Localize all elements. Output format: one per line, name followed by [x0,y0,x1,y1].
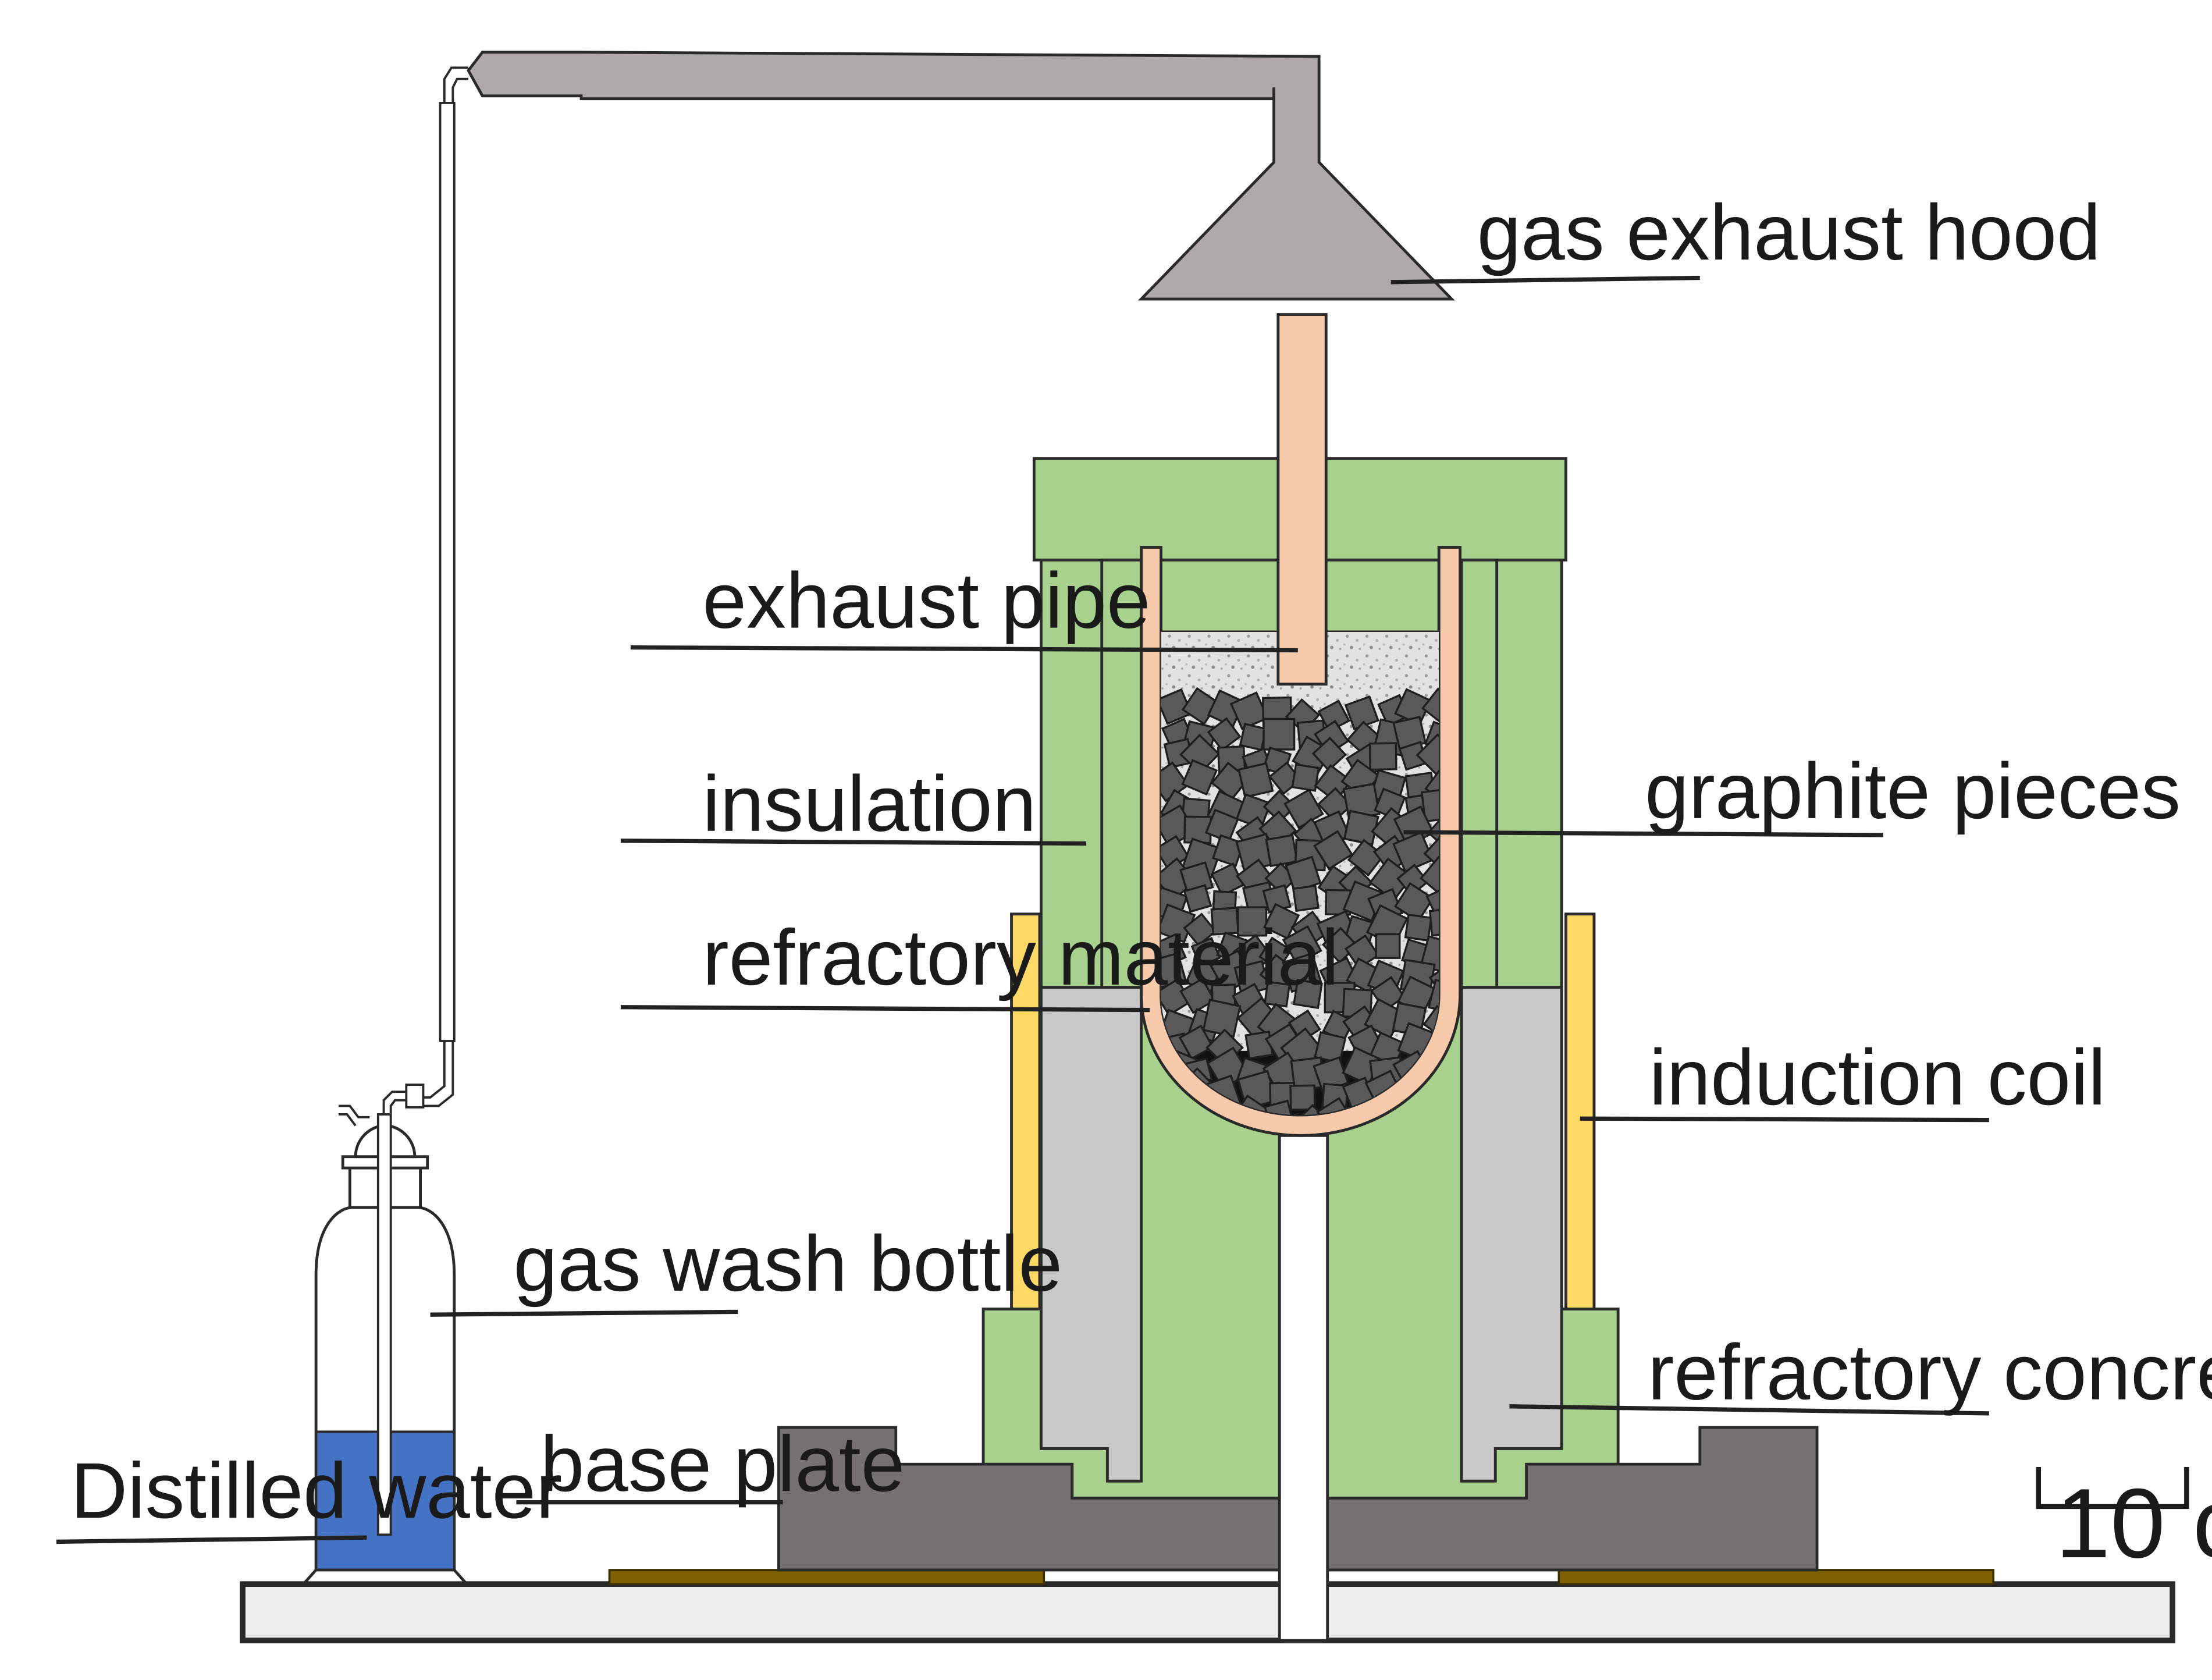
graphite-piece [1317,787,1353,823]
gas-exhaust-hood [467,51,1455,301]
induction-coil-right [1564,912,1596,1310]
graphite-piece [1207,717,1242,752]
graphite-piece [1178,1024,1214,1060]
graphite-piece [1183,912,1217,947]
graphite-piece [1344,934,1380,970]
bottom-tube [1278,1134,1329,1642]
graphite-piece [1347,839,1385,877]
graphite-piece [1289,1084,1316,1111]
label-graphite-pieces: graphite pieces [1645,747,2181,835]
graphite-piece [1244,1030,1274,1060]
gas-line-tube [382,66,469,1129]
graphite-piece [1311,736,1347,772]
graphite-piece [1291,763,1320,792]
graphite-piece [1263,718,1296,751]
scale-bar-label: 10 cm [2055,1468,2212,1578]
graphite-piece [1368,742,1397,771]
graphite-piece [1229,691,1269,731]
label-exhaust-pipe: exhaust pipe [703,556,1151,645]
label-distilled-water: Distilled water [70,1446,562,1535]
graphite-piece [1314,1031,1347,1064]
graphite-piece [1392,831,1434,873]
scale-bar: 10 cm [2036,1466,2212,1578]
graphite-piece [1264,1099,1295,1116]
graphite-piece [1204,808,1239,843]
label-gas-wash-bottle: gas wash bottle [514,1219,1062,1308]
crucible-contents [1161,631,1439,1116]
graphite-piece [1428,907,1439,937]
label-gas-exhaust-hood: gas exhaust hood [1477,188,2101,276]
graphite-piece [1292,885,1320,912]
graphite-piece [1313,830,1354,871]
graphite-piece [1293,979,1323,1009]
graphite-piece [1179,977,1216,1014]
graphite-piece [1202,999,1242,1038]
insulation-sleeve-right [1460,558,1499,989]
graphite-piece [1420,787,1439,823]
graphite-piece [1423,836,1439,870]
label-insulation: insulation [703,759,1037,848]
gas-wash-bottle [301,1104,469,1585]
leader-lines [56,275,1989,1544]
graphite-pieces [1161,687,1439,1116]
graphite-piece [1183,884,1212,913]
label-refractory-material: refractory material [703,913,1339,1001]
graphite-piece [1420,855,1439,897]
graphite-piece [1416,733,1439,777]
label-refractory-concrete: refractory concrete [1648,1328,2212,1416]
refractory-concrete-right [1460,986,1563,1483]
graphite-piece [1393,882,1435,923]
graphite-piece [1263,790,1296,823]
graphite-piece [1425,886,1439,918]
rubber-mat-right [1557,1569,1994,1585]
graphite-piece [1161,688,1193,725]
exhaust-pipe [1276,313,1328,686]
graphite-piece [1375,933,1401,959]
graphite-piece [1368,857,1413,902]
rubber-mat-left [608,1569,1045,1585]
graphite-piece [1343,809,1379,846]
graphite-piece [1237,762,1274,798]
bench [240,1581,2175,1643]
graphite-piece [1404,913,1432,942]
label-induction-coil: induction coil [1649,1033,2106,1121]
graphite-piece [1421,687,1439,725]
graphite-piece [1265,834,1299,868]
label-base-plate: base plate [540,1419,905,1508]
